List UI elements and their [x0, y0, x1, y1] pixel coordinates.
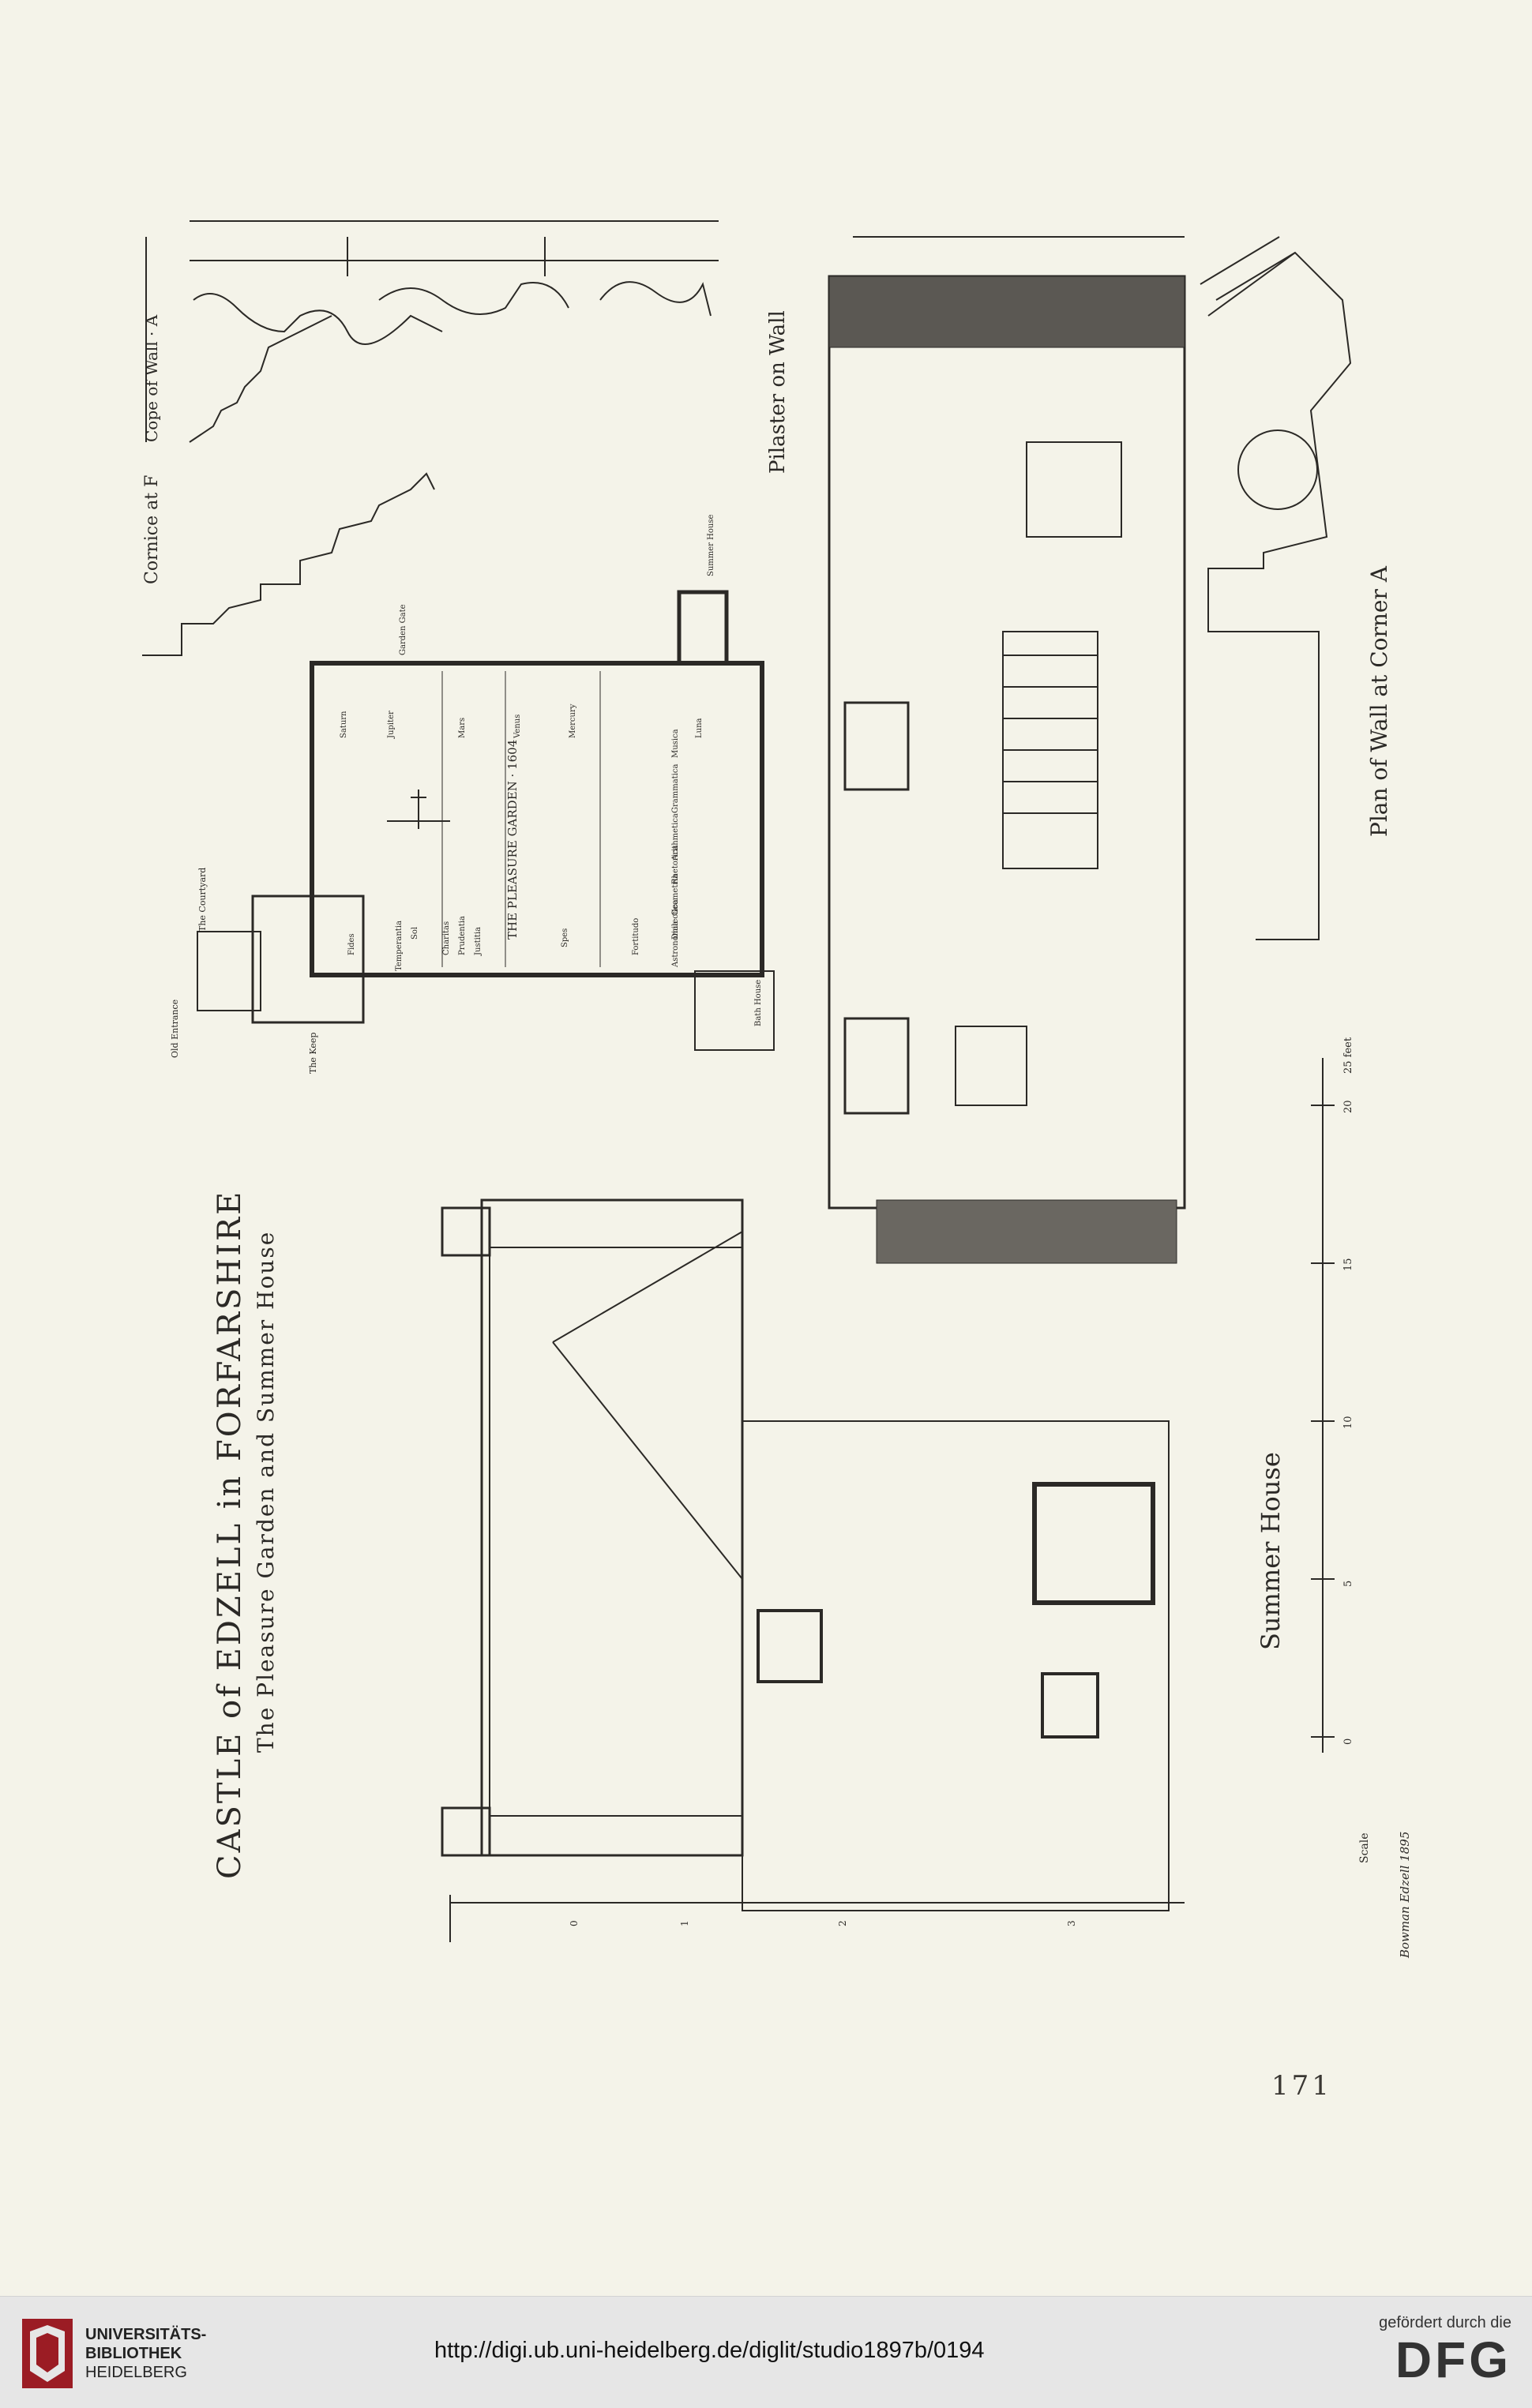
- art-label: Arithmetica: [671, 813, 680, 861]
- planet-label: Luna: [695, 718, 704, 738]
- keep-label: The Keep: [308, 1032, 318, 1074]
- university-line: HEIDELBERG: [85, 2364, 187, 2381]
- garden-title: THE PLEASURE GARDEN · 1604: [505, 739, 520, 940]
- garden-plan: [197, 590, 775, 1051]
- funding-note: gefördert durch die: [1379, 2314, 1511, 2331]
- bath-house-label: Bath House: [754, 979, 763, 1026]
- plate-subtitle: The Pleasure Garden and Summer House: [253, 1230, 279, 1753]
- drawing-plate: CASTLE of EDZELL in FORFARSHIRE The Plea…: [142, 220, 1412, 2102]
- scale-bar: [1311, 1058, 1335, 1753]
- planet-label: Mercury: [569, 703, 577, 738]
- planet-label: Saturn: [340, 711, 348, 739]
- page-number: 171: [1271, 2070, 1332, 2102]
- virtue-label: Fortitudo: [632, 917, 640, 955]
- university-seal-icon: [22, 2319, 73, 2388]
- virtue-label: Justitia: [474, 927, 483, 955]
- dimension-mark: 3: [1066, 1920, 1077, 1926]
- cornice-label: Cornice at F: [142, 474, 162, 584]
- footer-bar: UNIVERSITÄTS- BIBLIOTHEK HEIDELBERG http…: [0, 2296, 1532, 2408]
- planet-label: Mars: [458, 717, 467, 738]
- scale-mark: 0: [1342, 1738, 1354, 1745]
- university-line: BIBLIOTHEK: [85, 2345, 182, 2362]
- university-line: UNIVERSITÄTS-: [85, 2326, 207, 2343]
- wall-corner-plan: [1200, 236, 1352, 940]
- funder-credit: gefördert durch die DFG: [1379, 2314, 1511, 2387]
- university-name: UNIVERSITÄTS- BIBLIOTHEK HEIDELBERG: [85, 2325, 206, 2382]
- scale-mark: 10: [1342, 1416, 1354, 1429]
- old-entrance-label: Old Entrance: [170, 999, 180, 1058]
- summer-house-elevation: [441, 1198, 1185, 1942]
- planet-label: Venus: [513, 714, 522, 738]
- scale-mark: 15: [1342, 1258, 1354, 1271]
- virtue-label: Temperantia: [395, 921, 404, 971]
- dimension-mark: 2: [837, 1920, 848, 1926]
- dimension-mark: 1: [679, 1920, 690, 1926]
- dimension-mark: 0: [569, 1920, 580, 1926]
- scale-mark: 5: [1342, 1580, 1354, 1587]
- planet-label: Sol: [411, 926, 419, 940]
- cornice-profile: [142, 220, 719, 656]
- scale-label: Scale: [1358, 1832, 1371, 1863]
- plate-title: CASTLE of EDZELL in FORFARSHIRE: [212, 1189, 248, 1879]
- dfg-logo: DFG: [1395, 2331, 1511, 2388]
- scale-mark: 20: [1342, 1100, 1354, 1113]
- scale-mark: 25 feet: [1342, 1037, 1354, 1074]
- art-label: Grammatica: [671, 763, 680, 813]
- cope-label: Cope of Wall · A: [142, 314, 161, 442]
- art-label: Geometria: [671, 873, 680, 916]
- summer-house-label: Summer House: [1256, 1452, 1286, 1650]
- garden-gate-label: Garden Gate: [399, 604, 407, 655]
- virtue-label: Fides: [347, 933, 356, 955]
- planet-label: Jupiter: [387, 711, 396, 738]
- wall-plan-label: Plan of Wall at Corner A: [1366, 565, 1392, 837]
- art-label: Astronomia: [671, 921, 680, 967]
- pilaster-elevation: [828, 236, 1186, 1264]
- courtyard-label: The Courtyard: [197, 867, 208, 932]
- permalink[interactable]: http://digi.ub.uni-heidelberg.de/diglit/…: [434, 2338, 985, 2363]
- pilaster-label: Pilaster on Wall: [766, 310, 790, 474]
- art-label: Musica: [671, 729, 680, 758]
- architectural-drawing: [142, 220, 1352, 1942]
- virtue-label: Charitas: [442, 921, 451, 955]
- virtue-label: Spes: [561, 928, 569, 947]
- signature: Bowman Edzell 1895: [1398, 1831, 1412, 1958]
- virtue-label: Prudentia: [458, 916, 467, 955]
- summer-house-plan-label: Summer House: [707, 514, 715, 576]
